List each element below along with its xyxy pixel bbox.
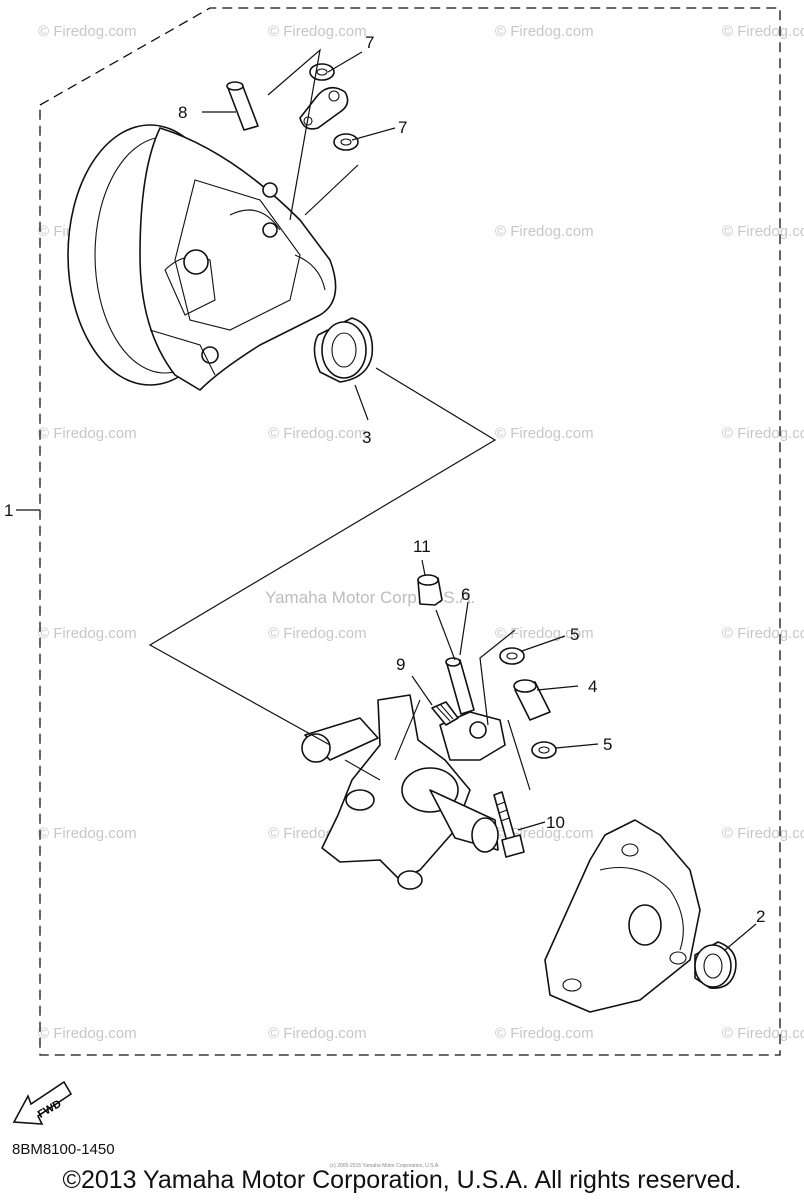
callout-8: 8 (178, 103, 187, 122)
watermark: © Firedog.com (268, 23, 367, 40)
watermark: © Firedog.com (38, 425, 137, 442)
callout-5b: 5 (603, 735, 612, 754)
callout-9: 9 (396, 655, 405, 674)
callout-1: 1 (4, 501, 13, 520)
center-watermark: Yamaha Motor Corp. U.S.A. (265, 588, 475, 607)
watermark: © Firedog.com (722, 625, 804, 642)
part-7-washers (299, 63, 359, 151)
part-9-set-screw (431, 701, 459, 726)
callout-7a: 7 (365, 33, 374, 52)
callout-3: 3 (362, 428, 371, 447)
part-10-bolt (493, 791, 525, 858)
sheave-housing (67, 124, 337, 391)
part-5-washers (499, 647, 557, 759)
callout-labels: 1 2 3 4 5 5 6 7 7 8 9 10 11 (4, 33, 765, 926)
watermark: © Firedog.com (722, 1025, 804, 1042)
watermark: © Firedog.com (722, 23, 804, 40)
watermark: © Firedog.com (268, 1025, 367, 1042)
watermark: © Firedog.com (495, 425, 594, 442)
watermark: © Firedog.com (495, 223, 594, 240)
watermark-layer: © Firedog.com © Firedog.com © Firedog.co… (38, 23, 804, 1042)
spider-assembly (301, 694, 506, 890)
watermark: © Firedog.com (268, 425, 367, 442)
callout-2: 2 (756, 907, 765, 926)
watermark: © Firedog.com (722, 425, 804, 442)
part-4-bushing (513, 679, 551, 721)
part-8-pin (226, 81, 259, 131)
tiny-copyright: (c) 2005-2015 Yamaha Motor Corporation, … (330, 1163, 440, 1169)
fwd-arrow-icon: FWD (12, 1080, 73, 1125)
part-3-bushing (313, 317, 374, 383)
watermark: © Firedog.com (495, 23, 594, 40)
copyright-notice: ©2013 Yamaha Motor Corporation, U.S.A. A… (62, 1166, 742, 1194)
callout-6: 6 (461, 585, 470, 604)
watermark: © Firedog.com (38, 825, 137, 842)
callout-4: 4 (588, 677, 597, 696)
part-11-plug (417, 574, 443, 606)
assembly-boundary (39, 7, 781, 1056)
watermark: © Firedog.com (268, 625, 367, 642)
watermark: © Firedog.com (495, 625, 594, 642)
part-6-pin (445, 657, 475, 715)
watermark: © Firedog.com (38, 1025, 137, 1042)
callout-10: 10 (546, 813, 565, 832)
watermark: © Firedog.com (38, 625, 137, 642)
watermark: © Firedog.com (722, 825, 804, 842)
part-code: 8BM8100-1450 (12, 1141, 115, 1158)
callout-11: 11 (413, 537, 431, 556)
watermark: © Firedog.com (722, 223, 804, 240)
watermark: © Firedog.com (495, 1025, 594, 1042)
callout-7b: 7 (398, 118, 407, 137)
callout-5a: 5 (570, 625, 579, 644)
watermark: © Firedog.com (38, 23, 137, 40)
leader-lines (16, 48, 757, 951)
part-2-cover (544, 819, 737, 1013)
